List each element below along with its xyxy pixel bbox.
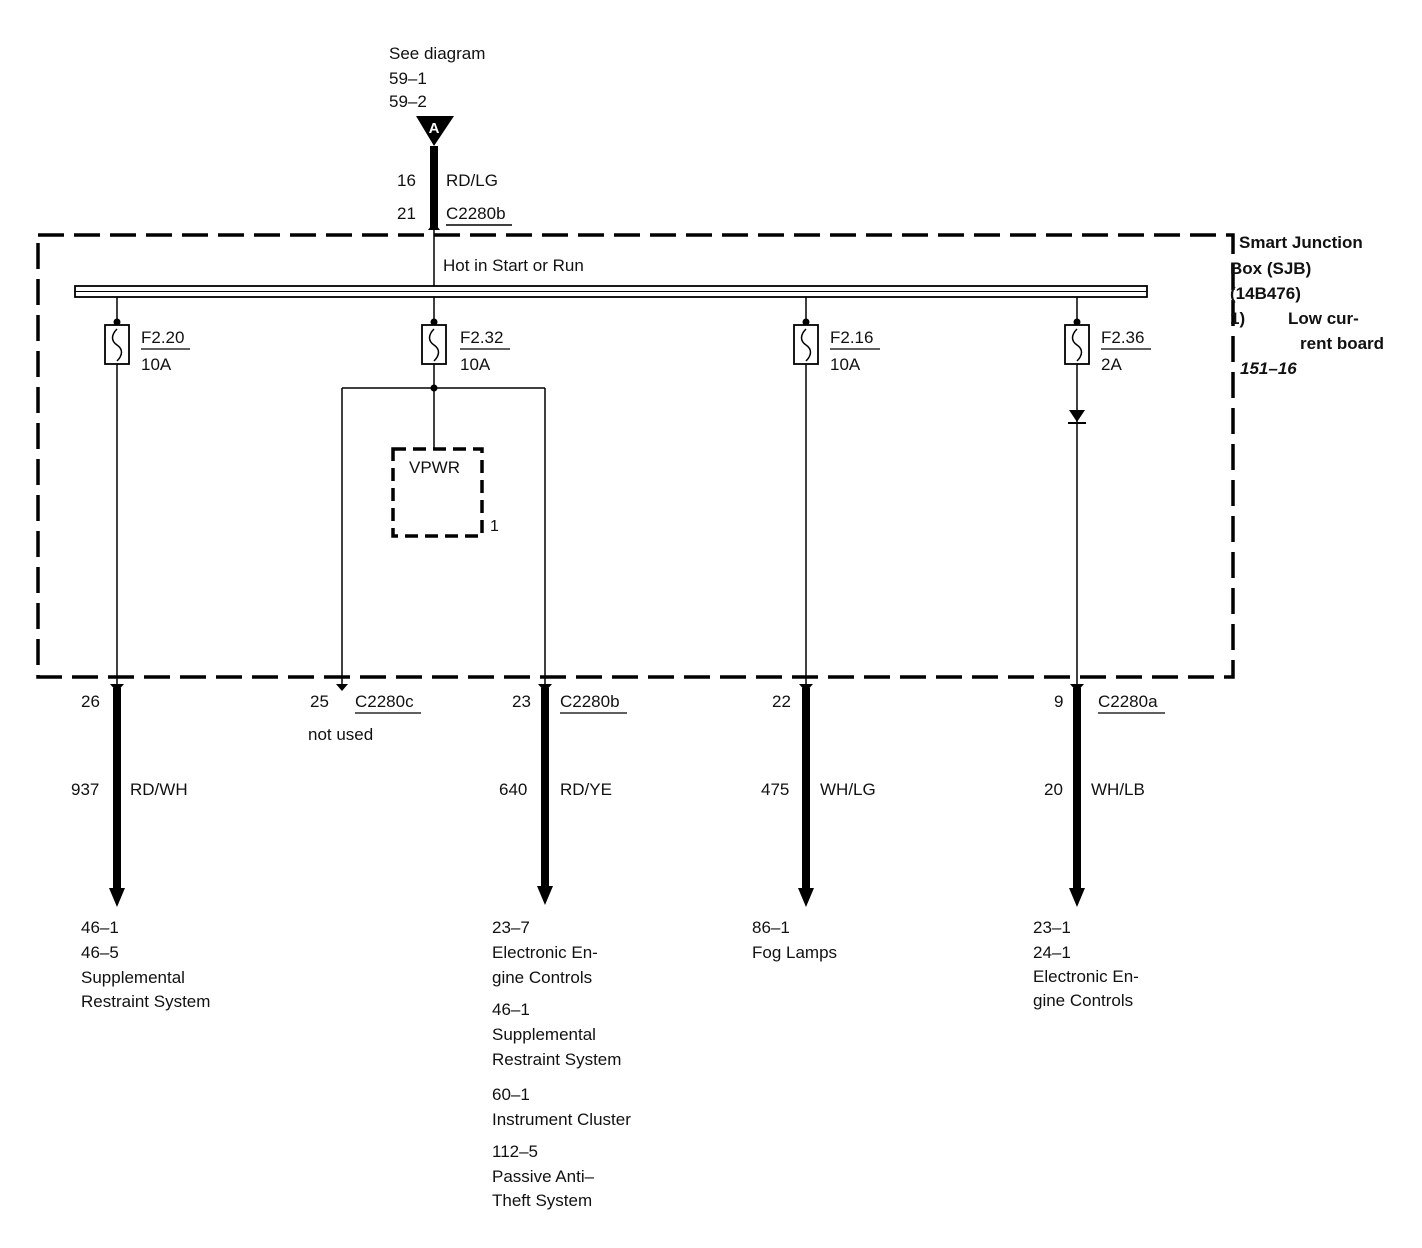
fuse-f232-node (430, 318, 438, 326)
vpwr-module-label: VPWR (409, 458, 460, 477)
wire-640-color: RD/YE (560, 780, 612, 799)
wire-640-circuit: 640 (499, 780, 527, 799)
sjb-boundary-box[interactable] (36, 233, 1235, 679)
wire-20-circuit: 20 (1044, 780, 1063, 799)
wire-937-color: RD/WH (130, 780, 188, 799)
fuse-f236-element-icon (1071, 328, 1083, 362)
dest-937-system-line-2: Restraint System (81, 992, 210, 1011)
dest-640-b-ref[interactable]: 46–1 (492, 1000, 530, 1019)
dest-20-ref-2[interactable]: 24–1 (1033, 943, 1071, 962)
sjb-title-line-2: Box (SJB) (1230, 259, 1311, 278)
wire-20-color: WH/LB (1091, 780, 1145, 799)
wire-937-arrow-icon (109, 888, 125, 907)
fuse-f216-rating: 10A (830, 355, 861, 374)
see-diagram-heading: See diagram (389, 44, 485, 63)
vpwr-module-box[interactable] (391, 447, 484, 538)
connector-a-letter: A (429, 120, 440, 137)
dest-640-a-line-1: Electronic En- (492, 943, 598, 962)
fuse-f232-rating: 10A (460, 355, 491, 374)
dest-640-d-line-1: Passive Anti– (492, 1167, 595, 1186)
wire-640-arrow-icon (537, 886, 553, 905)
fuse-f220-rating: 10A (141, 355, 172, 374)
pin-26-number: 26 (81, 692, 100, 711)
fuse-f236-rating: 2A (1101, 355, 1122, 374)
vpwr-module-note: 1 (490, 518, 499, 535)
dest-20-ref-1[interactable]: 23–1 (1033, 918, 1071, 937)
wire-20-arrow-icon (1069, 888, 1085, 907)
fuse-f232-element-icon (428, 328, 440, 362)
fuse-f236-node (1073, 318, 1081, 326)
pin-23-connector: C2280b (560, 692, 620, 711)
sjb-note-line-1: Low cur- (1288, 309, 1359, 328)
dest-640-b-line-2: Restraint System (492, 1050, 621, 1069)
dest-475-line-1: Fog Lamps (752, 943, 837, 962)
pin-25-terminal-icon (336, 684, 348, 691)
pin-9-number: 9 (1054, 692, 1063, 711)
sjb-note-line-2: rent board (1300, 334, 1384, 353)
feed-circuit-number: 16 (397, 171, 416, 190)
feed-pin-number: 21 (397, 204, 416, 223)
fuse-f220-id: F2.20 (141, 328, 184, 347)
feed-wire-arrow-icon (428, 222, 440, 230)
fuse-f232-id: F2.32 (460, 328, 503, 347)
reference-page-1: 59–1 (389, 69, 427, 88)
fuse-f216-element-icon (800, 328, 812, 362)
feed-wire-color: RD/LG (446, 171, 498, 190)
wire-937-circuit: 937 (71, 780, 99, 799)
pin-23-number: 23 (512, 692, 531, 711)
wire-475-circuit: 475 (761, 780, 789, 799)
fuse-f236-id: F2.36 (1101, 328, 1144, 347)
fuse-f220-element-icon (111, 328, 123, 362)
dest-937-system-line-1: Supplemental (81, 968, 185, 987)
bus-label: Hot in Start or Run (443, 256, 584, 275)
pin-22-number: 22 (772, 692, 791, 711)
dest-640-c-ref[interactable]: 60–1 (492, 1085, 530, 1104)
pin-25-connector: C2280c (355, 692, 414, 711)
fuse-f216-id: F2.16 (830, 328, 873, 347)
dest-475-ref[interactable]: 86–1 (752, 918, 790, 937)
pin-25-number: 25 (310, 692, 329, 711)
dest-640-d-line-2: Theft System (492, 1191, 592, 1210)
wire-475-arrow-icon (798, 888, 814, 907)
dest-640-c-line-1: Instrument Cluster (492, 1110, 631, 1129)
dest-937-ref-1[interactable]: 46–1 (81, 918, 119, 937)
dest-640-a-line-2: gine Controls (492, 968, 592, 987)
dest-20-line-1: Electronic En- (1033, 967, 1139, 986)
sjb-title-line-1: Smart Junction (1239, 233, 1363, 252)
dest-937-ref-2[interactable]: 46–5 (81, 943, 119, 962)
sjb-title-line-3: (14B476) (1230, 284, 1301, 303)
fuse-f216-node (802, 318, 810, 326)
diode-icon[interactable] (1069, 410, 1085, 422)
sjb-note-number: 1) (1230, 309, 1245, 328)
dest-640-b-line-1: Supplemental (492, 1025, 596, 1044)
reference-page-2: 59–2 (389, 92, 427, 111)
pin-25-status: not used (308, 725, 373, 744)
pin-9-connector: C2280a (1098, 692, 1158, 711)
dest-640-a-ref[interactable]: 23–7 (492, 918, 530, 937)
dest-20-line-2: gine Controls (1033, 991, 1133, 1010)
feed-connector-id: C2280b (446, 204, 506, 223)
wire-475-color: WH/LG (820, 780, 876, 799)
connector-a-triangle-icon[interactable] (416, 116, 454, 146)
sjb-page-reference: 151–16 (1240, 359, 1297, 378)
fuse-f220-node (113, 318, 121, 326)
dest-640-d-ref[interactable]: 112–5 (492, 1142, 538, 1161)
